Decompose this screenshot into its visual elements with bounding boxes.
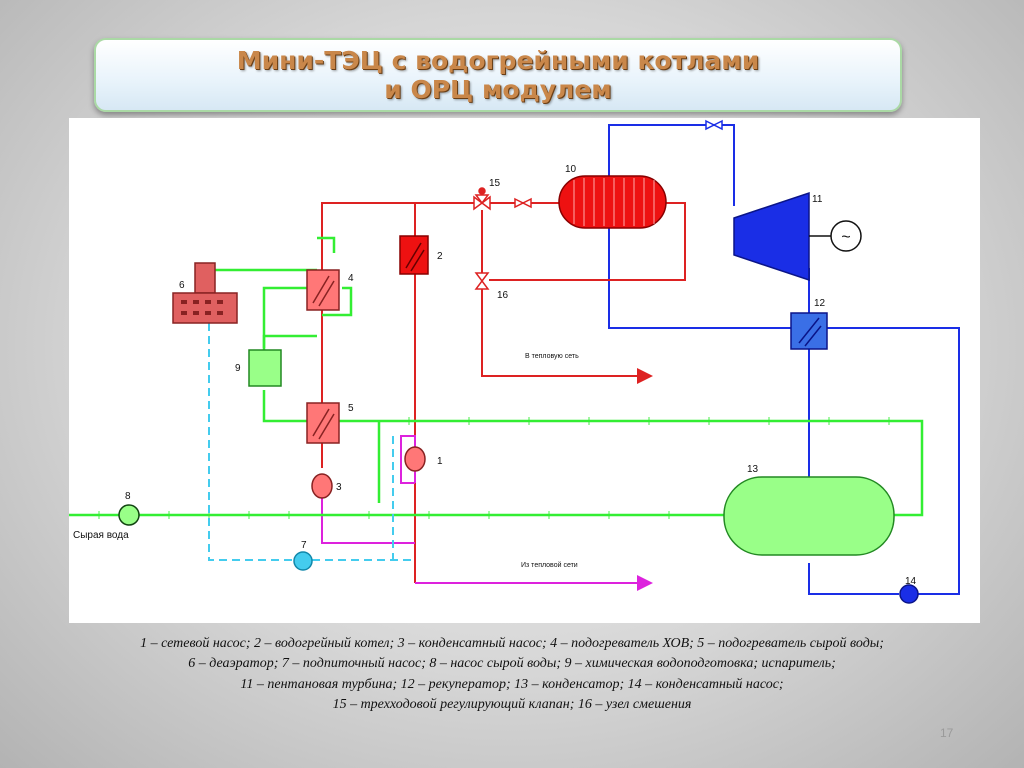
chem-water-treatment — [248, 349, 282, 387]
label-3: 3 — [336, 482, 342, 493]
evaporator-drum — [558, 175, 667, 229]
label-to-heat-network: В тепловую сеть — [525, 353, 579, 360]
title-box: Мини-ТЭЦ с водогрейными котлами и ОРЦ мо… — [94, 38, 902, 112]
label-12: 12 — [814, 298, 826, 309]
makeup-water-lines — [208, 323, 415, 561]
chem-water-heater — [306, 269, 340, 311]
label-4: 4 — [348, 273, 354, 284]
three-way-valve-icon — [473, 187, 491, 211]
label-13: 13 — [747, 464, 759, 475]
label-10: 10 — [565, 164, 577, 175]
raw-water-ticks — [98, 417, 890, 519]
label-6: 6 — [179, 280, 185, 291]
legend-line-3: 11 – пентановая турбина; 12 – рекуперато… — [240, 677, 784, 692]
legend-line-4: 15 – трехходовой регулирующий клапан; 16… — [332, 697, 692, 712]
slide-title-line-1: Мини-ТЭЦ с водогрейными котлами — [236, 46, 760, 75]
check-valve-icon — [514, 197, 532, 209]
chp-scheme-diagram: ~ — [69, 118, 980, 623]
pentane-turbine — [733, 191, 862, 282]
label-8: 8 — [125, 491, 131, 502]
raw-water-heater — [306, 402, 340, 444]
scheme-svg: ~ — [69, 119, 960, 604]
legend-line-2: 6 – деаэратор; 7 – подпиточный насос; 8 … — [188, 656, 836, 671]
label-16: 16 — [497, 290, 509, 301]
label-14: 14 — [905, 576, 917, 587]
legend-line-1: 1 – сетевой насос; 2 – водогрейный котел… — [140, 636, 884, 651]
label-9: 9 — [235, 363, 241, 374]
label-15: 15 — [489, 178, 501, 189]
deaerator — [172, 262, 238, 324]
hot-water-lines — [321, 202, 686, 583]
slide-title-line-2: и ОРЦ модулем — [384, 75, 612, 104]
condenser — [723, 476, 895, 556]
raw-water-pump-icon — [118, 504, 140, 526]
condensate-pump-icon — [311, 473, 333, 499]
label-2: 2 — [437, 251, 443, 262]
network-pump-icon — [404, 446, 426, 472]
label-from-heat-network: Из тепловой сети — [521, 561, 578, 569]
label-7: 7 — [301, 540, 307, 551]
label-5: 5 — [348, 403, 354, 414]
label-1: 1 — [437, 456, 443, 467]
generator-symbol: ~ — [841, 229, 850, 246]
makeup-pump-icon — [293, 551, 313, 571]
page-number: 17 — [940, 726, 954, 740]
mixing-node-icon — [474, 272, 490, 290]
label-11: 11 — [812, 194, 823, 205]
orc-loop-lines — [608, 124, 960, 595]
hot-water-boiler — [399, 235, 429, 275]
label-raw-water: Сырая вода — [73, 530, 129, 541]
orc-condensate-pump-icon — [899, 584, 919, 604]
recuperator — [790, 312, 828, 350]
orc-valve-icon — [705, 119, 723, 131]
